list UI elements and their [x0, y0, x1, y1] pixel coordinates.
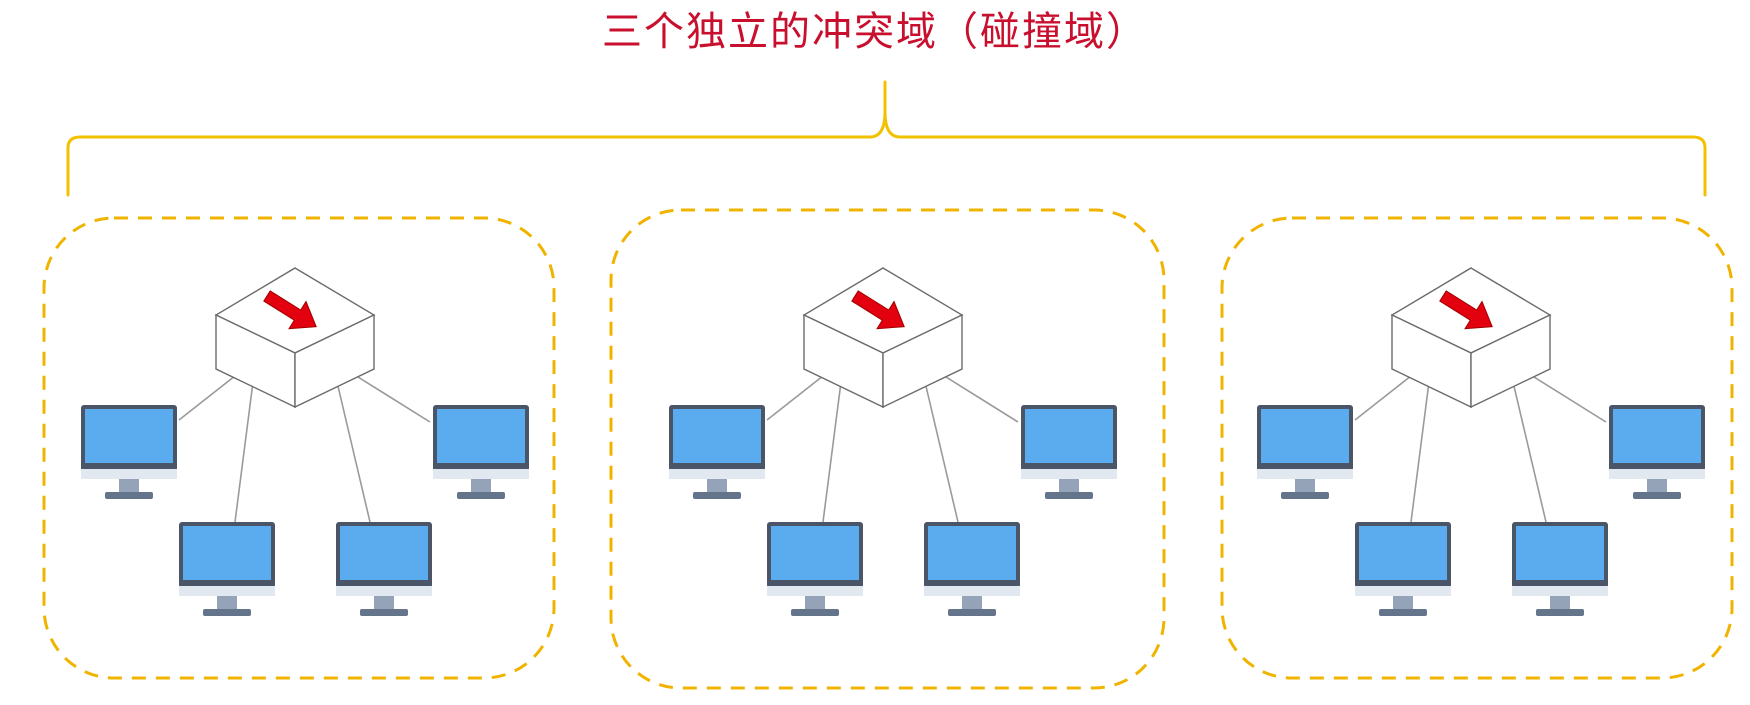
computer-icon: [669, 405, 765, 499]
computer-icon: [924, 522, 1020, 616]
monitor-screen: [85, 409, 173, 463]
network-cable: [1525, 371, 1607, 423]
monitor-chin: [81, 469, 177, 479]
computer-icon: [179, 522, 275, 616]
network-cable: [1410, 381, 1430, 523]
monitor-base: [1633, 492, 1681, 499]
monitor-screen: [1359, 526, 1447, 580]
monitor-neck: [1059, 479, 1079, 493]
hub-switch-icon: [1390, 267, 1552, 409]
monitor-neck: [119, 479, 139, 493]
hub-switch-icon: [214, 267, 376, 409]
computer-icon: [1355, 522, 1451, 616]
monitor-base: [105, 492, 153, 499]
collision-domain-border: [1220, 216, 1734, 680]
network-cable: [766, 371, 829, 421]
monitor-screen: [340, 526, 428, 580]
monitor-screen: [183, 526, 271, 580]
network-cable: [349, 371, 431, 423]
red-arrow-icon: [851, 290, 905, 330]
collision-domain-1: [42, 216, 556, 680]
monitor-base: [1379, 609, 1427, 616]
monitor-chin: [924, 586, 1020, 596]
computer-icon: [1021, 405, 1117, 499]
monitor-neck: [1550, 596, 1570, 610]
diagram-title: 三个独立的冲突域（碰撞域）: [602, 9, 1148, 55]
monitor-neck: [1295, 479, 1315, 493]
network-cable: [822, 381, 842, 523]
monitor-base: [1045, 492, 1093, 499]
monitor-chin: [1355, 586, 1451, 596]
computer-icon: [81, 405, 177, 499]
monitor-chin: [179, 586, 275, 596]
collision-domain-border: [42, 216, 556, 680]
switch-right-face: [294, 313, 375, 409]
monitor-base: [1281, 492, 1329, 499]
monitor-base: [1536, 609, 1584, 616]
collision-domain-3: [1220, 216, 1734, 680]
monitor-chin: [669, 469, 765, 479]
network-cable: [336, 381, 371, 523]
arrow-shape: [1439, 290, 1493, 330]
monitor-screen: [1025, 409, 1113, 463]
monitor-base: [203, 609, 251, 616]
monitor-screen: [1613, 409, 1701, 463]
network-cable: [1354, 371, 1417, 421]
monitor-screen: [1516, 526, 1604, 580]
arrow-shape: [851, 290, 905, 330]
computer-icon: [767, 522, 863, 616]
monitor-neck: [374, 596, 394, 610]
red-arrow-icon: [1439, 290, 1493, 330]
domains-layer: [42, 208, 1734, 690]
monitor-chin: [433, 469, 529, 479]
collision-domain-2: [609, 208, 1166, 690]
network-cable: [178, 371, 241, 421]
monitor-screen: [1261, 409, 1349, 463]
monitor-base: [791, 609, 839, 616]
monitor-screen: [771, 526, 859, 580]
monitor-neck: [962, 596, 982, 610]
monitor-neck: [217, 596, 237, 610]
group-brace: [66, 80, 1707, 197]
computer-icon: [336, 522, 432, 616]
monitor-screen: [928, 526, 1016, 580]
computer-icon: [433, 405, 529, 499]
monitor-chin: [1257, 469, 1353, 479]
network-cable: [937, 371, 1019, 423]
arrow-shape: [263, 290, 317, 330]
monitor-base: [693, 492, 741, 499]
network-cable: [1512, 381, 1547, 523]
monitor-base: [948, 609, 996, 616]
monitor-neck: [1647, 479, 1667, 493]
monitor-chin: [767, 586, 863, 596]
monitor-chin: [336, 586, 432, 596]
monitor-base: [360, 609, 408, 616]
monitor-base: [457, 492, 505, 499]
switch-right-face: [882, 313, 963, 409]
monitor-chin: [1021, 469, 1117, 479]
computer-icon: [1512, 522, 1608, 616]
monitor-neck: [1393, 596, 1413, 610]
monitor-neck: [471, 479, 491, 493]
monitor-screen: [437, 409, 525, 463]
collision-domain-border: [609, 208, 1166, 690]
monitor-screen: [673, 409, 761, 463]
monitor-chin: [1609, 469, 1705, 479]
monitor-chin: [1512, 586, 1608, 596]
switch-right-face: [1470, 313, 1551, 409]
computer-icon: [1257, 405, 1353, 499]
hub-switch-icon: [802, 267, 964, 409]
monitor-neck: [805, 596, 825, 610]
monitor-neck: [707, 479, 727, 493]
network-cable: [924, 381, 959, 523]
network-cable: [234, 381, 254, 523]
red-arrow-icon: [263, 290, 317, 330]
computer-icon: [1609, 405, 1705, 499]
